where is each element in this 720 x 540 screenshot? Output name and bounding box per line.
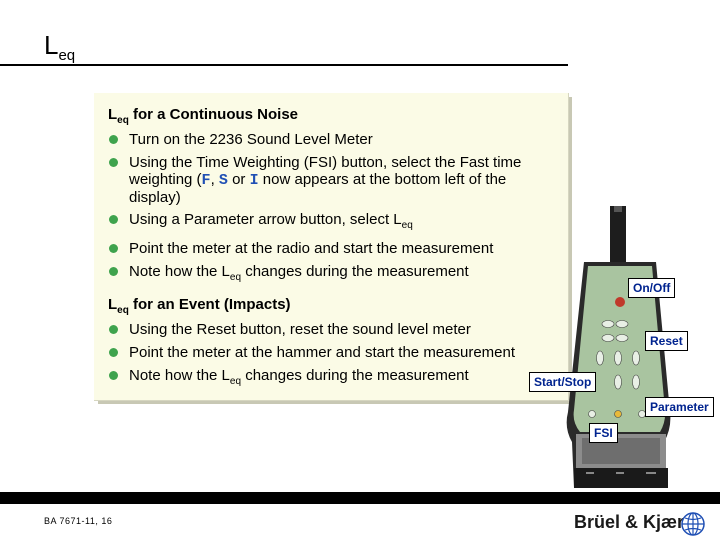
section-heading: Leq for an Event (Impacts): [108, 296, 291, 316]
bullet-icon: [109, 158, 118, 167]
content-panel: Leq for a Continuous Noise Turn on the 2…: [94, 93, 569, 401]
bullet-icon: [109, 244, 118, 253]
globe-logo-icon: [681, 512, 705, 536]
parameter-label: Parameter: [645, 397, 714, 417]
microphone-tip: [614, 206, 622, 212]
reset-label: Reset: [645, 331, 688, 351]
list-item: Point the meter at the radio and start t…: [108, 240, 558, 257]
footer-bar: [0, 492, 720, 504]
list-item: Note how the Leq changes during the meas…: [108, 263, 558, 286]
slide-title: Leq: [44, 30, 76, 64]
event-impacts-section: Leq for an Event (Impacts) Using the Res…: [108, 295, 558, 396]
list-item: Using the Reset button, reset the sound …: [108, 321, 558, 338]
bullet-icon: [109, 348, 118, 357]
brand-name: Brüel & Kjær: [574, 512, 685, 532]
bullet-icon: [109, 325, 118, 334]
continuous-noise-section: Leq for a Continuous Noise Turn on the 2…: [108, 105, 558, 292]
document-code: BA 7671-11, 16: [44, 516, 113, 526]
bullet-icon: [109, 267, 118, 276]
list-item: Note how the Leq changes during the meas…: [108, 367, 558, 390]
title-divider: [0, 64, 568, 66]
bullet-icon: [109, 135, 118, 144]
list-item: Point the meter at the hammer and start …: [108, 344, 558, 361]
on-off-label: On/Off: [628, 278, 676, 298]
fsi-label: FSI: [589, 423, 618, 443]
section-heading: Leq for a Continuous Noise: [108, 106, 299, 126]
microphone-icon: [610, 206, 626, 262]
list-item: Using the Time Weighting (FSI) button, s…: [108, 154, 558, 206]
list-item: Using a Parameter arrow button, select L…: [108, 211, 558, 234]
start-stop-label: Start/Stop: [529, 372, 597, 392]
bullet-icon: [109, 215, 118, 224]
list-item: Turn on the 2236 Sound Level Meter: [108, 131, 558, 148]
bullet-icon: [109, 371, 118, 380]
